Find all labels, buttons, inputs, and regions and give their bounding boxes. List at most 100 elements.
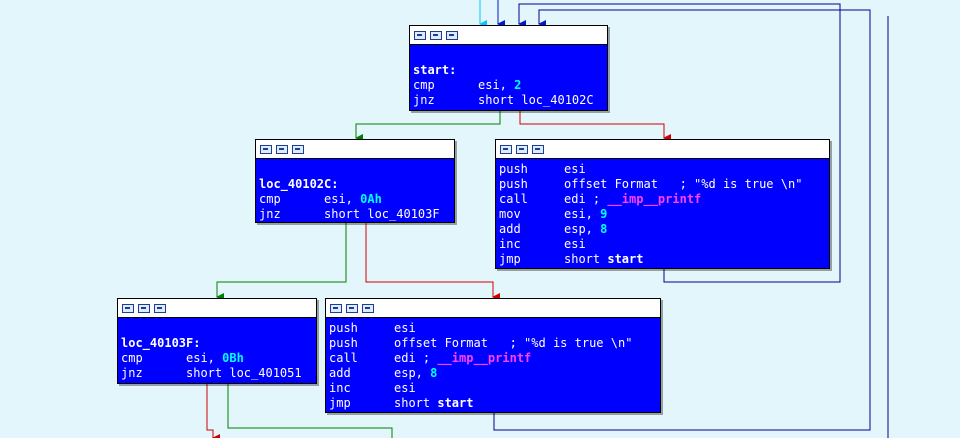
- operand: short loc_40103F: [324, 207, 440, 221]
- mnemonic: jmp: [329, 396, 351, 410]
- operand: short: [394, 396, 438, 410]
- import-name[interactable]: __imp__printf: [437, 351, 532, 365]
- node-code: loc_40102C:cmp esi, 0Ah jnz short loc_40103…: [256, 159, 454, 222]
- numeric-constant: 2: [514, 78, 522, 92]
- blank-line: [121, 321, 313, 336]
- group-icon[interactable]: [362, 303, 374, 313]
- node-titlebar[interactable]: [118, 299, 316, 318]
- edge-40103F-false: [206, 384, 220, 438]
- numeric-constant: 8: [600, 222, 608, 236]
- node-titlebar[interactable]: [256, 140, 454, 159]
- mnemonic: cmp: [259, 192, 281, 206]
- operand: edi ;: [394, 351, 438, 365]
- group-icon[interactable]: [446, 30, 458, 40]
- group-icon[interactable]: [532, 144, 544, 154]
- text-view-icon[interactable]: [430, 30, 442, 40]
- group-icon[interactable]: [292, 144, 304, 154]
- operand: short: [564, 252, 608, 266]
- operand: esi,: [186, 351, 223, 365]
- node-titlebar[interactable]: [496, 140, 829, 159]
- graph-view-icon[interactable]: [260, 144, 272, 154]
- comment: ; "%d is true \n": [509, 336, 633, 350]
- numeric-constant: 0Bh: [222, 351, 244, 365]
- mnemonic: jnz: [259, 207, 281, 221]
- numeric-constant: 0Ah: [360, 192, 382, 206]
- instruction-line[interactable]: call edi ; __imp__printf: [329, 351, 657, 366]
- operand: esi,: [478, 78, 515, 92]
- operand: esi: [394, 381, 416, 395]
- jump-target[interactable]: start: [607, 252, 644, 266]
- edge-40102C-false: [365, 222, 500, 301]
- mnemonic: push: [329, 321, 358, 335]
- operand: short loc_40102C: [478, 93, 594, 107]
- operand: esi: [564, 162, 586, 176]
- edge-start-false: [519, 110, 671, 142]
- graph-view-icon[interactable]: [330, 303, 342, 313]
- mnemonic: add: [499, 222, 521, 236]
- mnemonic: call: [499, 192, 528, 206]
- instruction-line[interactable]: jnz short loc_40103F: [259, 207, 451, 222]
- operand: esi: [564, 237, 586, 251]
- code-label[interactable]: loc_40103F:: [121, 336, 201, 350]
- mnemonic: jmp: [499, 252, 521, 266]
- mnemonic: cmp: [413, 78, 435, 92]
- operand: esp,: [394, 366, 431, 380]
- text-view-icon[interactable]: [276, 144, 288, 154]
- instruction-line[interactable]: add esp, 8: [329, 366, 657, 381]
- instruction-line[interactable]: jmp short start: [499, 252, 826, 267]
- numeric-constant: 8: [430, 366, 438, 380]
- edge-40102C-true: [216, 222, 347, 301]
- instruction-line[interactable]: cmp esi, 0Ah: [259, 192, 451, 207]
- graph-view-icon[interactable]: [500, 144, 512, 154]
- code-label[interactable]: start:: [413, 63, 457, 77]
- mnemonic: jnz: [121, 366, 143, 380]
- graph-view-icon[interactable]: [414, 30, 426, 40]
- import-name[interactable]: __imp__printf: [607, 192, 702, 206]
- mnemonic: add: [329, 366, 351, 380]
- mnemonic: cmp: [121, 351, 143, 365]
- text-view-icon[interactable]: [516, 144, 528, 154]
- mnemonic: call: [329, 351, 358, 365]
- blank-line: [413, 48, 604, 63]
- code-label[interactable]: loc_40102C:: [259, 177, 339, 191]
- instruction-line[interactable]: cmp esi, 2: [413, 78, 604, 93]
- graph-view-icon[interactable]: [122, 303, 134, 313]
- mnemonic: push: [499, 177, 528, 191]
- node-titlebar[interactable]: [410, 26, 607, 45]
- text-view-icon[interactable]: [346, 303, 358, 313]
- group-icon[interactable]: [154, 303, 166, 313]
- instruction-line[interactable]: jmp short start: [329, 396, 657, 411]
- instruction-line[interactable]: cmp esi, 0Bh: [121, 351, 313, 366]
- operand: offset Format: [564, 177, 680, 191]
- jump-target[interactable]: start: [437, 396, 474, 410]
- blank-line: [259, 162, 451, 177]
- node-loc-40102C[interactable]: loc_40102C:cmp esi, 0Ah jnz short loc_40103…: [255, 139, 455, 223]
- node-titlebar[interactable]: [326, 299, 660, 318]
- operand: esi,: [564, 207, 601, 221]
- numeric-constant: 9: [600, 207, 608, 221]
- text-view-icon[interactable]: [138, 303, 150, 313]
- mnemonic: push: [329, 336, 358, 350]
- instruction-line[interactable]: push esi: [329, 321, 657, 336]
- operand: esi,: [324, 192, 361, 206]
- operand: esi: [394, 321, 416, 335]
